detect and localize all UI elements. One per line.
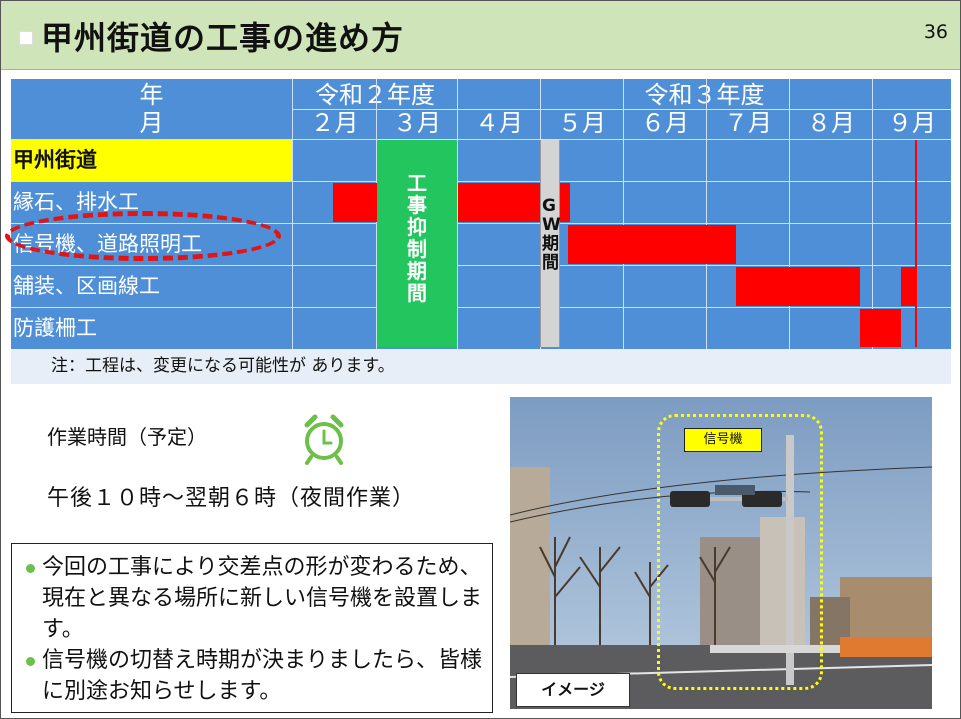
schedule-table: 年 月 令和２年度 令和３年度 ２月 ３月 ４月 ５月 ６月 ７月 ８月 ９月 …	[11, 79, 951, 384]
schedule-bar	[901, 267, 915, 306]
work-time-label: 作業時間（予定）	[47, 425, 207, 449]
suspension-char: 工	[407, 171, 427, 195]
bullet-icon	[26, 657, 35, 666]
fiscal-year-r3: 令和３年度	[644, 81, 765, 109]
note-text: 今回の工事により交差点の形が変わるため、現在と異なる場所に新しい信号機を設置しま…	[42, 555, 483, 642]
suspension-char: 抑	[407, 215, 427, 239]
image-caption: イメージ	[516, 673, 630, 707]
note-item: 信号機の切替え時期が決まりましたら、皆様に別途お知らせします。	[26, 645, 484, 707]
gw-char: 間	[542, 253, 559, 273]
grid-line	[872, 79, 873, 349]
title-bullet-icon	[19, 31, 33, 45]
gw-period-text: G W 期 間	[542, 196, 561, 273]
signal-label: 信号機	[684, 428, 762, 452]
intersection-photo: 信号機 イメージ	[510, 397, 932, 709]
month-header: 月	[139, 109, 164, 137]
grid-line	[11, 307, 951, 308]
month-cell: ３月	[393, 109, 441, 137]
year-header: 年	[139, 81, 164, 109]
row-label-paving-marking: 舗装、区画線工	[13, 274, 160, 298]
fiscal-year-r2: 令和２年度	[315, 81, 435, 109]
suspension-char: 期	[407, 259, 427, 283]
alarm-clock-icon	[304, 414, 344, 465]
schedule-bar	[860, 309, 901, 347]
slide-header: 甲州街道の工事の進め方 36	[1, 1, 960, 70]
grid-line	[789, 79, 790, 349]
suspension-char: 間	[407, 281, 427, 305]
slide-title: 甲州街道の工事の進め方	[41, 19, 405, 57]
month-cell: ２月	[310, 109, 359, 137]
month-cell: ８月	[807, 109, 855, 137]
grid-line	[11, 265, 951, 266]
grid-line	[706, 79, 707, 349]
grid-line	[457, 79, 458, 349]
schedule-bar	[568, 225, 736, 264]
schedule-note: 注：工程は、変更になる可能性が あります。	[11, 349, 951, 384]
grid-line	[11, 139, 951, 140]
work-time-value: 午後１０時～翌朝６時（夜間作業）	[47, 486, 416, 511]
grid-line	[293, 109, 951, 110]
grid-line	[11, 223, 951, 224]
bullet-icon	[26, 564, 35, 573]
month-cell: ５月	[558, 109, 606, 137]
highlight-ellipse	[5, 211, 281, 261]
month-cell: ９月	[888, 109, 936, 137]
note-item: 今回の工事により交差点の形が変わるため、現在と異なる場所に新しい信号機を設置しま…	[26, 552, 484, 645]
row-label-koshu-kaido: 甲州街道	[11, 140, 292, 181]
schedule-bar	[333, 183, 377, 222]
note-text: 信号機の切替え時期が決まりましたら、皆様に別途お知らせします。	[42, 648, 483, 704]
grid-line	[11, 181, 951, 182]
row-label-curb-drainage: 縁石、排水工	[13, 190, 139, 214]
grid-line	[623, 79, 624, 349]
signal-highlight-frame	[657, 414, 823, 690]
suspension-char: 事	[407, 193, 427, 217]
gw-char: G	[542, 196, 556, 216]
month-cell: ６月	[641, 109, 689, 137]
suspension-period-text: 工 事 抑 制 期 間	[377, 172, 457, 304]
page-number: 36	[923, 21, 948, 43]
notes-box: 今回の工事により交差点の形が変わるため、現在と異なる場所に新しい信号機を設置しま…	[11, 543, 493, 713]
schedule-bar	[458, 183, 540, 222]
gw-period-box	[540, 140, 560, 347]
gw-char: 期	[542, 234, 559, 254]
month-cell: ４月	[475, 109, 523, 137]
deadline-line	[915, 140, 917, 347]
month-cell: ７月	[724, 109, 772, 137]
gw-char: W	[542, 215, 561, 235]
suspension-char: 制	[407, 237, 427, 261]
row-label-guardrail: 防護柵工	[13, 316, 97, 340]
schedule-bar	[558, 183, 570, 222]
grid-line	[292, 79, 293, 349]
construction-suspension-period: 工 事 抑 制 期 間	[377, 140, 457, 347]
schedule-bar	[736, 267, 860, 306]
